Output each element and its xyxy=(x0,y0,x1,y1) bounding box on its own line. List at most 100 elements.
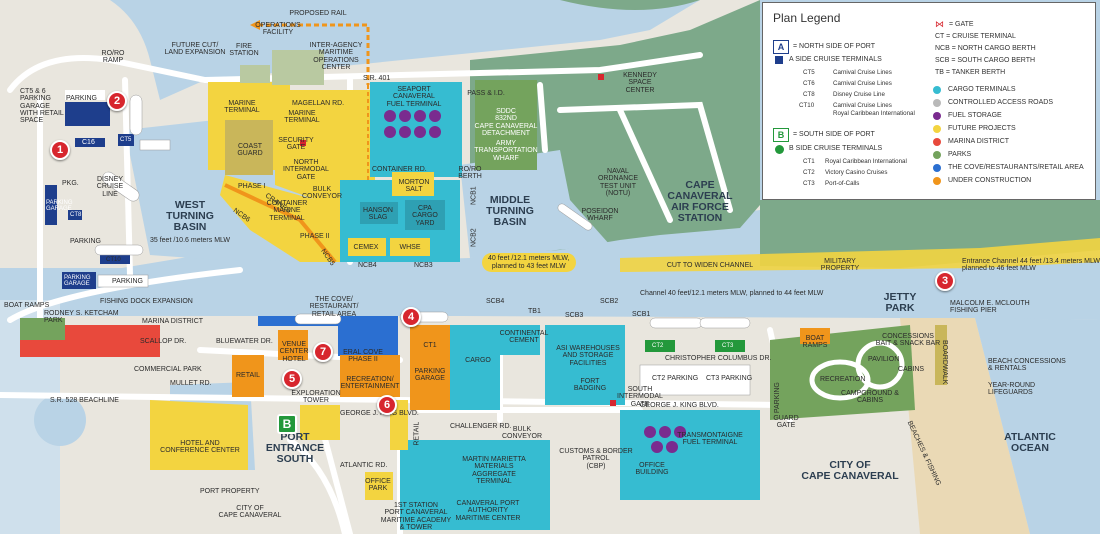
asi-block xyxy=(545,325,625,405)
ct10-label: CT10 xyxy=(106,257,121,263)
jetty-loop2 xyxy=(855,340,905,390)
office-park-block xyxy=(365,472,393,500)
jetty-loop xyxy=(809,359,871,401)
hotel-label: HOTEL AND CONFERENCE CENTER xyxy=(160,440,240,455)
customs-label: CUSTOMS & BORDER PATROL (CBP) xyxy=(559,448,633,470)
yellow-south-small xyxy=(300,405,340,440)
plan-legend: Plan Legend A = NORTH SIDE OF PORT A SID… xyxy=(762,2,1096,200)
asi-label: ASI WAREHOUSES AND STORAGE FACILITIES xyxy=(556,345,620,367)
north-tanks xyxy=(384,110,441,138)
west-lagoon xyxy=(0,300,60,534)
marker-7[interactable]: 7 xyxy=(313,342,333,362)
marine-terminal-label: MARINE TERMINAL xyxy=(224,100,260,115)
army-wharf-block xyxy=(475,80,537,170)
legend-gate: = GATE xyxy=(949,21,974,28)
cemex-block xyxy=(348,238,386,256)
ct10-garage-label: PARKING GARAGE xyxy=(64,275,91,288)
ops-facility-block xyxy=(272,50,324,85)
martin-label: MARTIN MARIETTA MATERIALS AGGREGATE TERM… xyxy=(462,456,526,486)
campground-label: CAMPGROUND & CABINS xyxy=(841,390,899,405)
boardwalk-label: BOARDWALK xyxy=(941,340,948,385)
ct5-label: CT5 xyxy=(120,137,132,143)
boardwalk-block xyxy=(935,325,947,385)
legend-swatch-construction xyxy=(933,177,941,185)
legend-tb: TB = TANKER BERTH xyxy=(935,69,1006,76)
marker-2[interactable]: 2 xyxy=(107,91,127,111)
city-cc2-label: CITY OF CAPE CANAVERAL xyxy=(218,505,282,520)
container-terminal-label: CONTAINER MARINE TERMINAL xyxy=(266,200,308,222)
coast-guard-label: COAST GUARD xyxy=(237,143,263,158)
proposed-rail-label: PROPOSED RAIL xyxy=(289,10,347,17)
academy-label: 1ST STATION PORT CANAVERAL MARITIME ACAD… xyxy=(380,502,452,532)
fishing-dock-label: FISHING DOCK EXPANSION xyxy=(100,298,193,305)
legend-b-side: B SIDE CRUISE TERMINALS xyxy=(789,145,883,152)
ct-parking-block xyxy=(639,364,751,396)
marker-6[interactable]: 6 xyxy=(377,395,397,415)
legend-swatch-fuel xyxy=(933,112,941,120)
scb4-label: SCB4 xyxy=(486,298,505,305)
legend-ct2-name: Victory Casino Cruises xyxy=(825,169,888,176)
atlantic-rd-label: ATLANTIC RD. xyxy=(340,462,388,469)
military-label: MILITARY PROPERTY xyxy=(820,258,860,273)
ct3-block xyxy=(715,340,745,352)
whse-label: WHSE xyxy=(399,244,421,251)
oral-cove-label: ERAL COVE PHASE II xyxy=(343,349,383,364)
hanson-block xyxy=(360,202,398,224)
ct5-parking-label: PARKING xyxy=(66,95,97,102)
boat-ramps2-label: BOAT RAMPS xyxy=(802,335,828,350)
legend-cat-cove: THE COVE/RESTAURANTS/RETAIL AREA xyxy=(948,164,1084,171)
continental-block xyxy=(500,325,540,355)
ccafs-label: CAPE CANAVERAL AIR FORCE STATION xyxy=(667,179,733,225)
legend-a-square xyxy=(775,56,783,64)
legend-b-dot xyxy=(775,145,784,154)
marker-3[interactable]: 3 xyxy=(935,271,955,291)
garage-label: PARKING GARAGE xyxy=(46,200,73,213)
disney-label: DISNEY CRUISE LINE xyxy=(96,176,124,198)
entrance-channel-label: Entrance Channel 44 feet /13.4 meters ML… xyxy=(962,258,1100,273)
ct10-block xyxy=(100,255,130,264)
legend-ct1-code: CT1 xyxy=(803,158,815,165)
ct3-label: CT3 xyxy=(722,343,734,349)
fort-badging-label: FORT BADGING xyxy=(573,378,607,393)
cemex-label: CEMEX xyxy=(353,244,379,251)
legend-a-box: A xyxy=(773,40,789,54)
ct2-block xyxy=(645,340,675,352)
venue-label: VENUE CENTER HOTEL xyxy=(279,341,309,363)
south-gate-label: SOUTH INTERMODAL GATE xyxy=(617,386,663,408)
proposed-rail-line xyxy=(258,23,370,85)
naval-label: NAVAL ORDNANCE TEST UNIT (NOTU) xyxy=(597,168,639,198)
sr401-label: S.R. 401 xyxy=(363,75,391,82)
parking-west-label: PARKING xyxy=(70,238,101,245)
legend-cat-construction: UNDER CONSTRUCTION xyxy=(948,177,1032,184)
west-basin-label: WEST TURNING BASIN xyxy=(166,199,214,234)
marker-5[interactable]: 5 xyxy=(282,369,302,389)
recreation-block xyxy=(340,355,400,397)
legend-swatch-future xyxy=(933,125,941,133)
atlantic-label: ATLANTIC OCEAN xyxy=(1004,431,1056,455)
legend-ct5-code: CT5 xyxy=(803,69,815,76)
ct2-label: CT2 xyxy=(652,343,664,349)
venue-block xyxy=(278,330,308,360)
legend-south-side: = SOUTH SIDE OF PORT xyxy=(793,131,875,138)
recreation-ent-label: RECREATION/ ENTERTAINMENT xyxy=(340,376,400,391)
ct5-parking-pad xyxy=(65,90,105,100)
legend-cat-future: FUTURE PROJECTS xyxy=(948,125,1016,132)
bulk-conveyor-label: BULK CONVEYOR xyxy=(301,186,343,201)
cpa-label: CPA CARGO YARD xyxy=(412,205,438,227)
christopher-label: CHRISTOPHER COLUMBUS DR. xyxy=(665,355,772,362)
security-gate-label: SECURITY GATE xyxy=(278,137,314,152)
george-king-label: GEORGE J. KING BLVD. xyxy=(340,410,419,417)
marker-1[interactable]: 1 xyxy=(50,140,70,160)
ct3-parking-label: CT3 PARKING xyxy=(706,375,753,382)
cove-label: THE COVE/ RESTAURANT/ RETAIL AREA xyxy=(309,296,359,318)
ct10-parking-label: PARKING xyxy=(112,278,143,285)
bluewater-label: BLUEWATER DR. xyxy=(216,338,273,345)
channel-water xyxy=(0,268,1100,316)
tb1-label: TB1 xyxy=(528,308,541,315)
coast-guard-block xyxy=(225,120,273,175)
george-king2-label: GEORGE J. KING BLVD. xyxy=(640,402,719,409)
legend-b-box: B xyxy=(773,128,789,142)
marker-4[interactable]: 4 xyxy=(401,307,421,327)
jetty-park-block xyxy=(770,325,915,420)
